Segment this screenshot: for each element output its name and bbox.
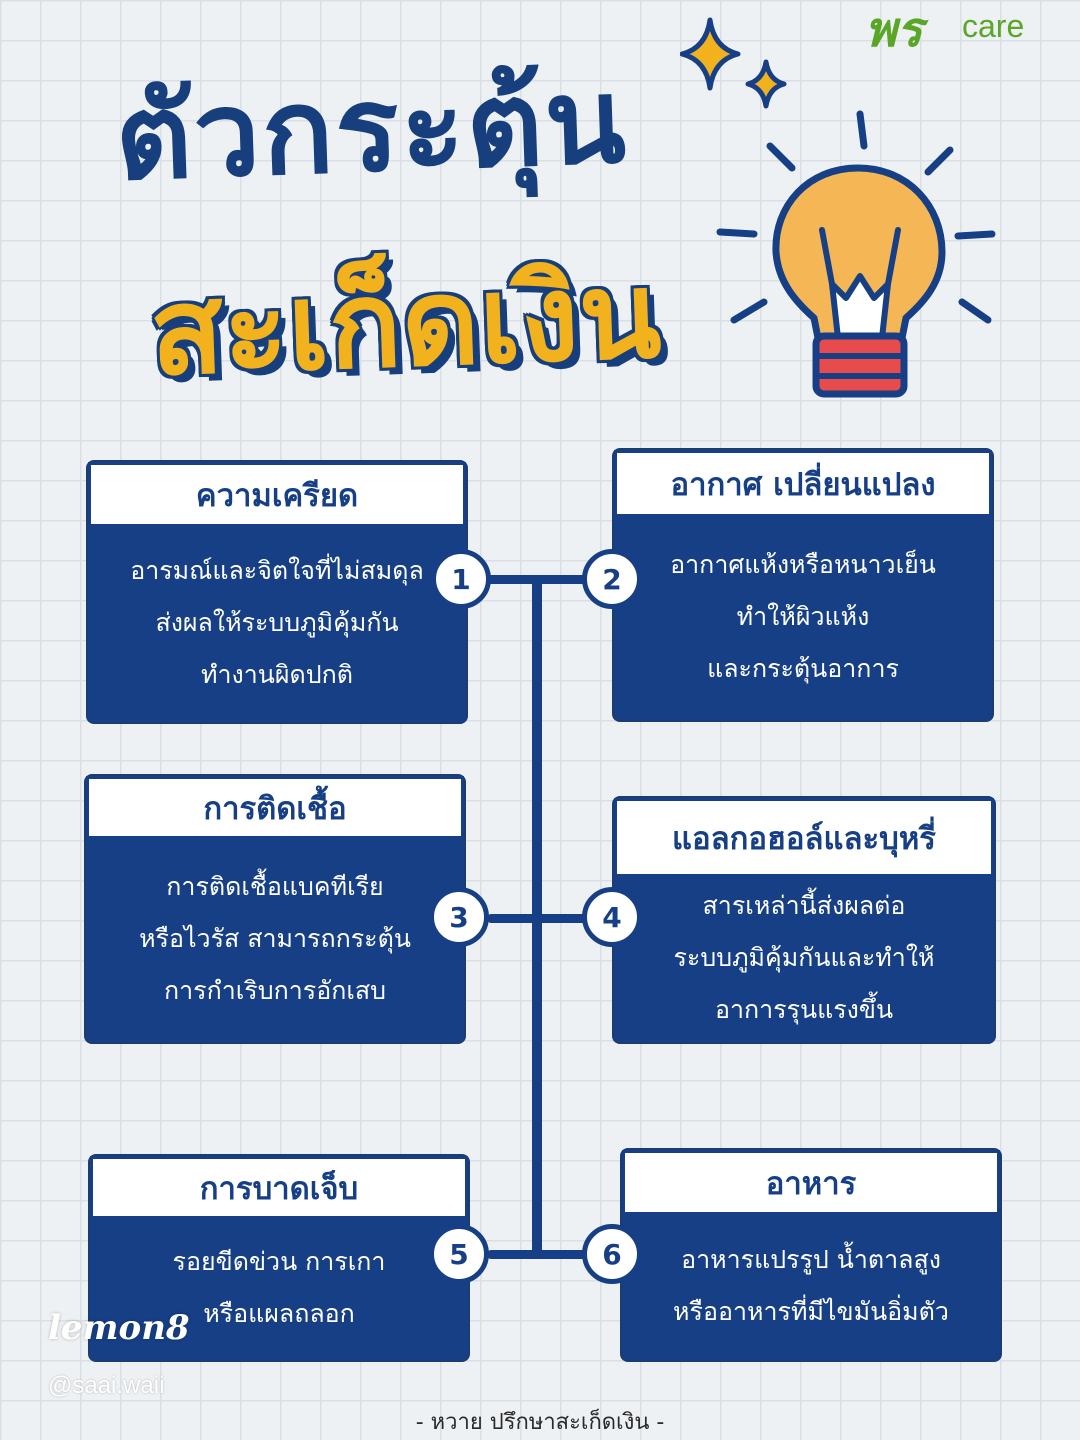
trigger-card-infection: การติดเชื้อ การติดเชื้อแบคทีเรีย หรือไวร…: [86, 776, 464, 1042]
page-title-line2: สะเก็ดเงิน: [147, 246, 664, 403]
step-number-1: 1: [431, 549, 491, 609]
trigger-card-description: สารเหล่านี้ส่งผลต่อ ระบบภูมิคุ้มกันและทำ…: [614, 874, 994, 1042]
trigger-card-description: รอยขีดข่วน การเกา หรือแผลถลอก: [90, 1216, 468, 1360]
description-line: ทำงานผิดปกติ: [201, 660, 353, 689]
description-line: รอยขีดข่วน การเกา: [172, 1247, 386, 1276]
trigger-card-title: อาหาร: [622, 1150, 1000, 1212]
description-line: อาหารแปรรูป น้ำตาลสูง: [681, 1245, 941, 1274]
step-number-2: 2: [582, 549, 642, 609]
brand-logo-text: care: [962, 8, 1025, 44]
description-line: อารมณ์และจิตใจที่ไม่สมดุล: [130, 556, 424, 585]
trigger-card-alcohol-smoking: แอลกอฮอล์และบุหรี่ สารเหล่านี้ส่งผลต่อ ร…: [614, 798, 994, 1042]
brand-logo-mark: พร: [865, 2, 923, 58]
timeline-connector: [488, 1250, 608, 1259]
author-handle: @saai.waii: [48, 1372, 165, 1399]
description-line: สารเหล่านี้ส่งผลต่อ: [702, 891, 906, 920]
trigger-card-weather: อากาศ เปลี่ยนแปลง อากาศแห้งหรือหนาวเย็น …: [614, 450, 992, 720]
light-bulb-icon: [716, 110, 996, 398]
description-line: หรืออาหารที่มีไขมันอิ่มตัว: [673, 1297, 949, 1326]
trigger-card-title: ความเครียด: [88, 462, 466, 524]
lemon8-watermark: lemon8: [48, 1308, 190, 1348]
timeline-connector: [488, 914, 608, 923]
trigger-card-title: การบาดเจ็บ: [90, 1156, 468, 1216]
trigger-card-title: แอลกอฮอล์และบุหรี่: [614, 798, 994, 874]
description-line: ระบบภูมิคุ้มกันและทำให้: [673, 943, 935, 972]
page-title-line1: ตัวกระตุ้น: [112, 51, 630, 207]
description-line: การกำเริบการอักเสบ: [163, 976, 387, 1005]
trigger-card-description: อารมณ์และจิตใจที่ไม่สมดุล ส่งผลให้ระบบภู…: [88, 524, 466, 722]
description-line: หรือไวรัส สามารถกระตุ้น: [139, 924, 411, 953]
trigger-card-title: การติดเชื้อ: [86, 776, 464, 836]
description-line: อาการรุนแรงขึ้น: [714, 995, 894, 1024]
sparkle-icon: [680, 17, 787, 109]
description-line: ส่งผลให้ระบบภูมิคุ้มกัน: [155, 608, 399, 637]
trigger-card-description: การติดเชื้อแบคทีเรีย หรือไวรัส สามารถกระ…: [86, 836, 464, 1042]
description-line: การติดเชื้อแบคทีเรีย: [166, 872, 384, 901]
description-line: ทำให้ผิวแห้ง: [736, 602, 870, 631]
trigger-card-description: อากาศแห้งหรือหนาวเย็น ทำให้ผิวแห้ง และกร…: [614, 514, 992, 720]
trigger-card-injury: การบาดเจ็บ รอยขีดข่วน การเกา หรือแผลถลอก: [90, 1156, 468, 1360]
trigger-card-title: อากาศ เปลี่ยนแปลง: [614, 450, 992, 514]
timeline-connector: [488, 575, 608, 584]
step-number-4: 4: [582, 887, 642, 947]
trigger-card-description: อาหารแปรรูป น้ำตาลสูง หรืออาหารที่มีไขมั…: [622, 1212, 1000, 1360]
description-line: อากาศแห้งหรือหนาวเย็น: [670, 550, 936, 579]
description-line: และกระตุ้นอาการ: [707, 654, 899, 683]
description-line: หรือแผลถลอก: [203, 1299, 355, 1328]
footer-credit: - หวาย ปรึกษาสะเก็ดเงิน -: [415, 1410, 665, 1435]
trigger-card-stress: ความเครียด อารมณ์และจิตใจที่ไม่สมดุล ส่ง…: [88, 462, 466, 722]
step-number-3: 3: [429, 887, 489, 947]
trigger-card-food: อาหาร อาหารแปรรูป น้ำตาลสูง หรืออาหารที่…: [622, 1150, 1000, 1360]
step-number-5: 5: [429, 1224, 489, 1284]
step-number-6: 6: [582, 1224, 642, 1284]
